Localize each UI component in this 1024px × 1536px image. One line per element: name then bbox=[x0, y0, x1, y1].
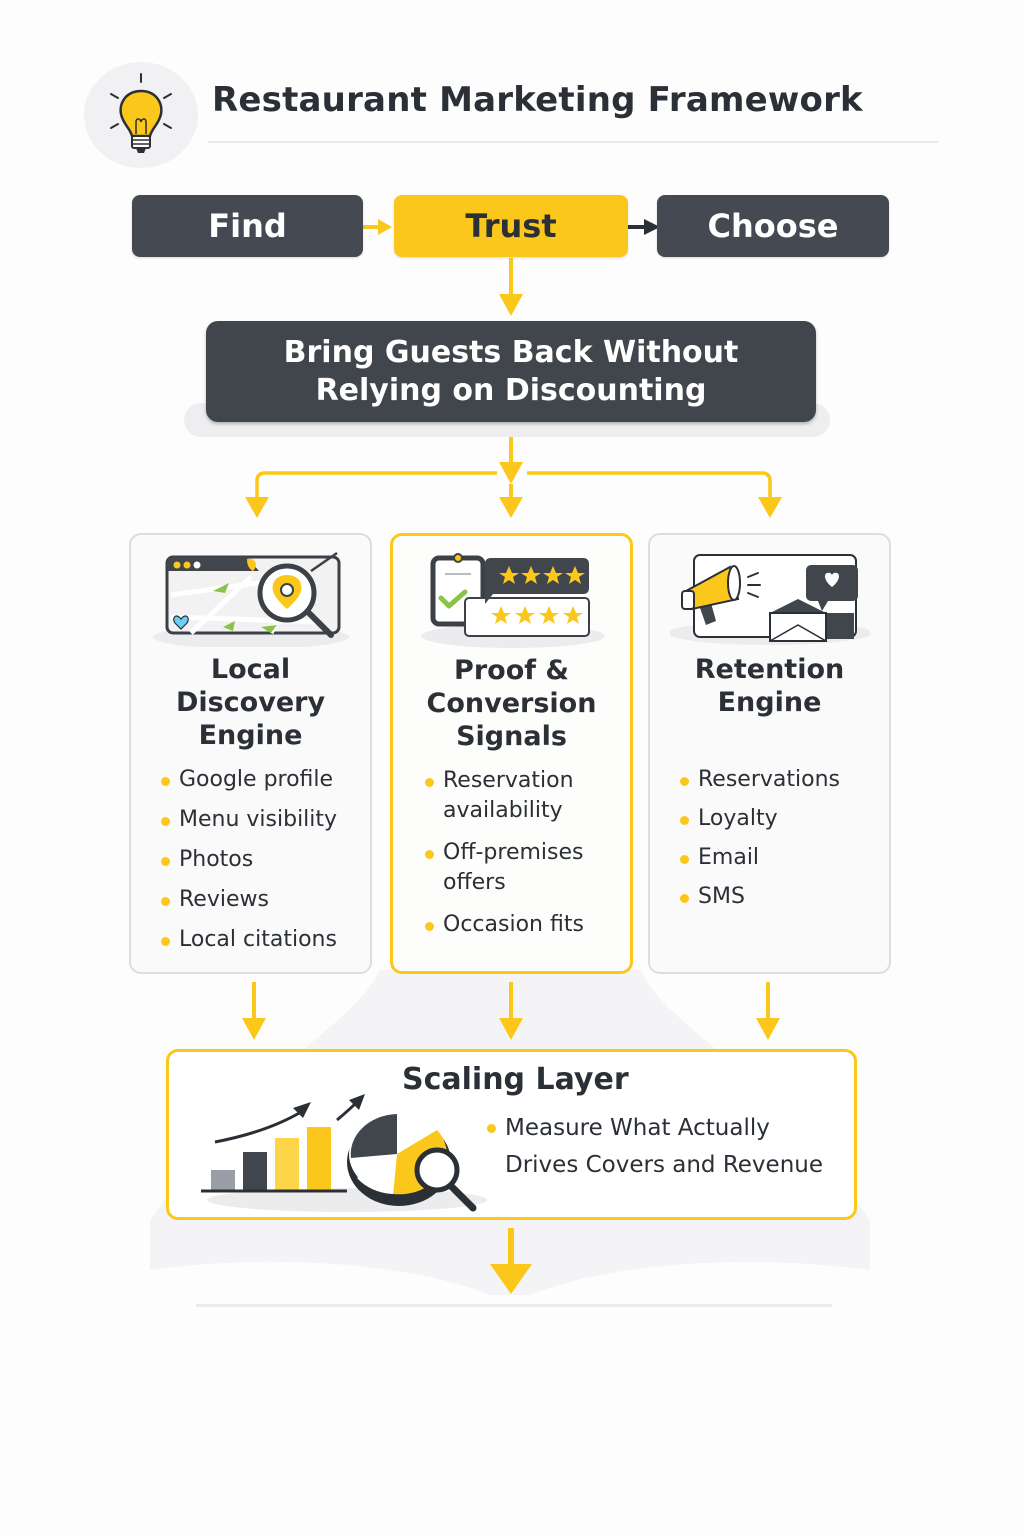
list-item: Local citations bbox=[159, 925, 362, 955]
goal-line-1: Bring Guests Back Without bbox=[283, 334, 739, 370]
scaling-layer-box: Scaling Layer Measure What Actually Driv… bbox=[166, 1049, 857, 1220]
stage-choose-label: Choose bbox=[707, 207, 839, 245]
goal-box: Bring Guests Back Without Relying on Dis… bbox=[206, 321, 816, 422]
list-item: Reviews bbox=[159, 885, 362, 915]
card-local-discovery: Local Discovery Engine Google profile Me… bbox=[129, 533, 372, 974]
list-item: SMS bbox=[678, 882, 881, 912]
logo-badge bbox=[84, 62, 198, 168]
card-retention: Retention Engine Reservations Loyalty Em… bbox=[648, 533, 891, 974]
bottom-divider bbox=[196, 1304, 832, 1307]
list-item: Occasion fits bbox=[423, 910, 622, 940]
stage-find-label: Find bbox=[208, 207, 287, 245]
page-title: Restaurant Marketing Framework bbox=[212, 80, 863, 120]
list-item: Email bbox=[678, 843, 881, 873]
goal-line-2: Relying on Discounting bbox=[315, 372, 707, 408]
list-item: Google profile bbox=[159, 765, 362, 795]
arrow-goal-to-cards bbox=[245, 432, 782, 518]
stage-find: Find bbox=[132, 195, 363, 257]
card-items: Reservations Loyalty Email SMS bbox=[678, 765, 881, 921]
stage-trust-label: Trust bbox=[465, 207, 557, 245]
list-item: Off-premises offers bbox=[423, 838, 622, 898]
list-item: Reservation availability bbox=[423, 766, 622, 826]
megaphone-email-icon bbox=[670, 554, 870, 645]
title-divider bbox=[208, 141, 938, 143]
card-title: Proof & Conversion Signals bbox=[426, 655, 597, 752]
stage-choose: Choose bbox=[657, 195, 889, 257]
analytics-chart-icon bbox=[201, 1094, 487, 1212]
scaling-bullet: Measure What Actually Drives Covers and … bbox=[487, 1110, 823, 1184]
scaling-title: Scaling Layer bbox=[402, 1062, 629, 1097]
card-title: Retention Engine bbox=[694, 654, 845, 718]
list-item: Reservations bbox=[678, 765, 881, 795]
stage-trust: Trust bbox=[394, 195, 628, 257]
card-proof-conversion: Proof & Conversion Signals Reservation a… bbox=[390, 533, 633, 974]
card-items: Google profile Menu visibility Photos Re… bbox=[159, 765, 362, 965]
card-items: Reservation availability Off-premises of… bbox=[423, 766, 622, 952]
list-item: Menu visibility bbox=[159, 805, 362, 835]
reviews-checklist-icon bbox=[421, 553, 605, 648]
list-item: Loyalty bbox=[678, 804, 881, 834]
list-item: Photos bbox=[159, 845, 362, 875]
lightbulb-icon bbox=[110, 73, 172, 153]
card-title: Local Discovery Engine bbox=[175, 654, 326, 751]
map-search-icon bbox=[153, 551, 349, 647]
arrow-trust-to-goal bbox=[499, 258, 523, 316]
